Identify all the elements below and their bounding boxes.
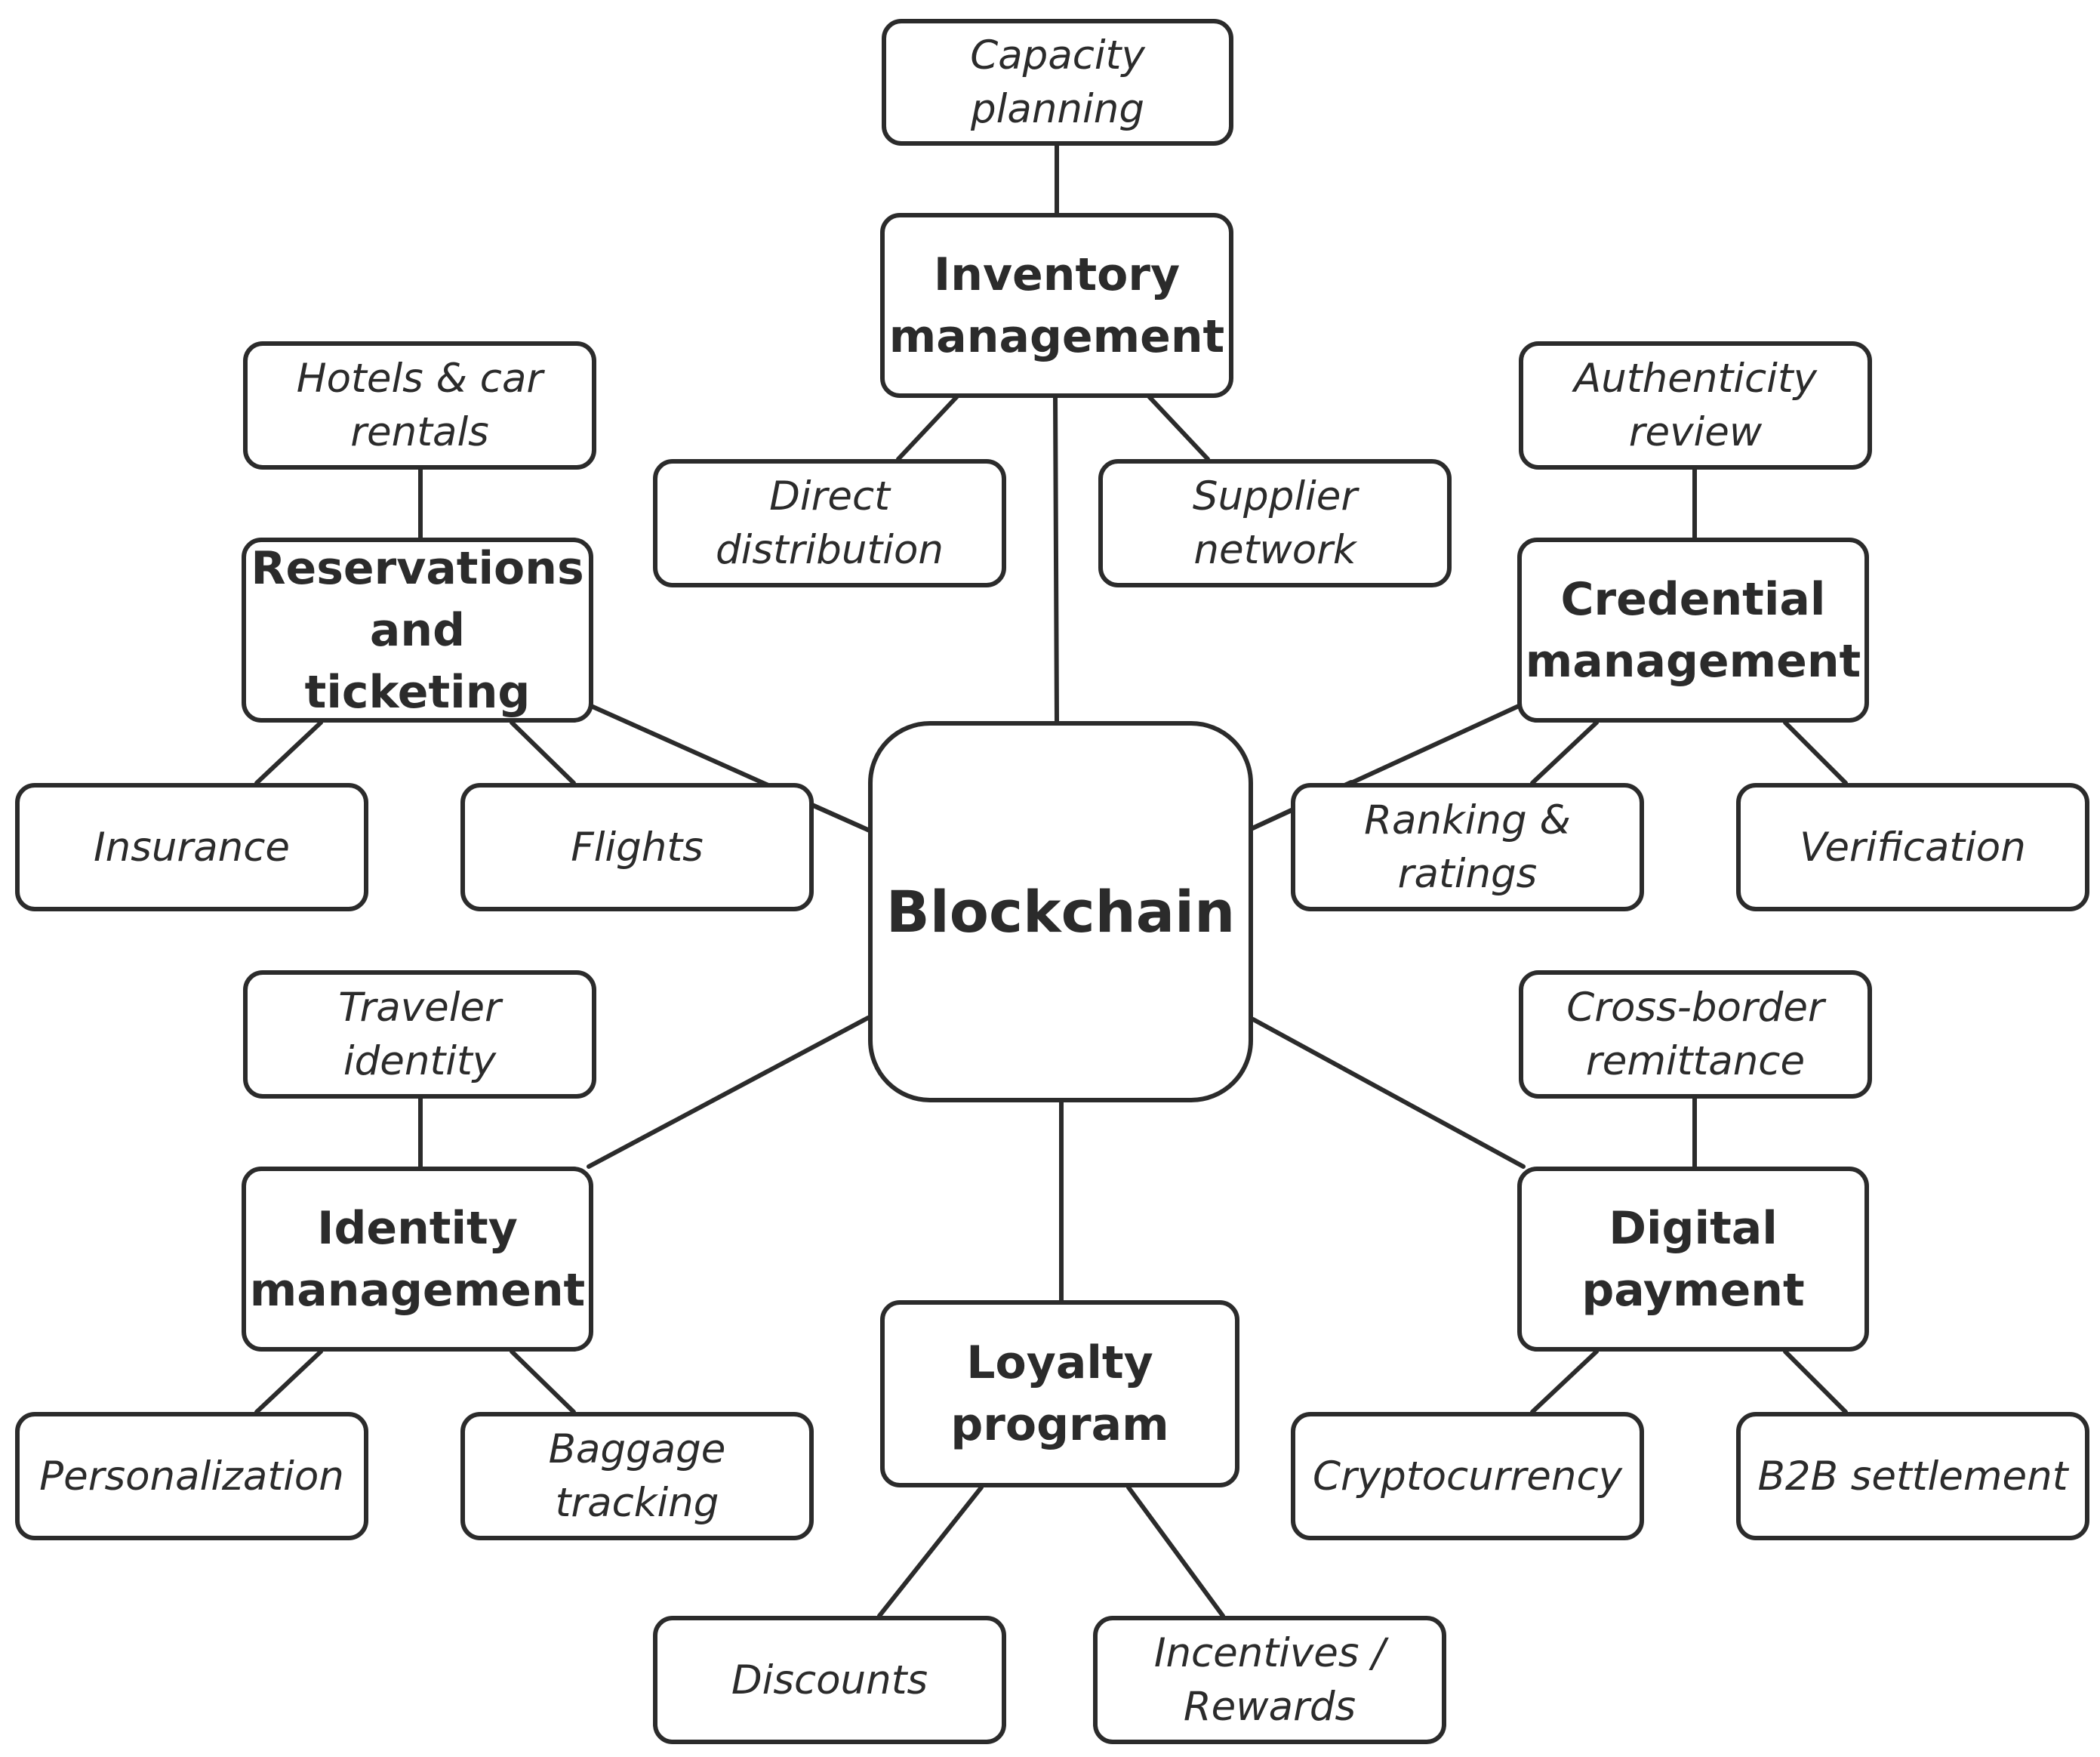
b2b-settlement-node: B2B settlement [1736, 1412, 2089, 1540]
edge-payment-crypto [1530, 1349, 1599, 1414]
reservations-ticketing-node: Reservations and ticketing [242, 538, 593, 723]
edge-credential-ranking [1530, 720, 1599, 785]
baggage-tracking-label: Baggage tracking [548, 1426, 726, 1526]
hotels-car-rentals-label: Hotels & car rentals [296, 356, 543, 455]
supplier-network-label: Supplier network [1192, 473, 1358, 573]
digital-payment-label: Digital payment [1581, 1201, 1805, 1317]
edge-center-inventory [1053, 394, 1059, 723]
edge-reservations-flights [510, 720, 576, 785]
verification-label: Verification [1800, 824, 2026, 871]
cryptocurrency-node: Cryptocurrency [1291, 1412, 1644, 1540]
baggage-tracking-node: Baggage tracking [460, 1412, 814, 1540]
loyalty-program-node: Loyalty program [880, 1300, 1239, 1487]
capacity-planning-label: Capacity planning [970, 32, 1145, 132]
edge-loyalty-incentives [1126, 1485, 1225, 1618]
personalization-node: Personalization [15, 1412, 368, 1540]
direct-distribution-label: Direct distribution [715, 473, 944, 573]
authenticity-review-label: Authenticity review [1574, 356, 1817, 455]
digital-payment-node: Digital payment [1517, 1167, 1869, 1352]
insurance-node: Insurance [15, 783, 368, 911]
b2b-settlement-label: B2B settlement [1757, 1453, 2068, 1500]
ranking-ratings-label: Ranking & ratings [1364, 797, 1571, 897]
flights-label: Flights [571, 824, 704, 871]
traveler-identity-label: Traveler identity [338, 985, 501, 1084]
edge-identity-baggage [510, 1349, 576, 1414]
credential-management-node: Credential management [1517, 538, 1869, 723]
inventory-management-label: Inventory management [888, 248, 1225, 363]
capacity-planning-node: Capacity planning [882, 19, 1233, 146]
identity-management-node: Identity management [242, 1167, 593, 1352]
blockchain-node: Blockchain [868, 721, 1253, 1102]
inventory-management-node: Inventory management [880, 213, 1233, 398]
edge-reservations-insurance [254, 720, 323, 785]
supplier-network-node: Supplier network [1098, 459, 1452, 587]
insurance-label: Insurance [93, 824, 291, 871]
direct-distribution-node: Direct distribution [653, 459, 1006, 587]
reservations-ticketing-label: Reservations and ticketing [251, 541, 584, 719]
flights-node: Flights [460, 783, 814, 911]
blockchain-label: Blockchain [885, 877, 1236, 945]
identity-management-label: Identity management [249, 1201, 586, 1317]
edge-loyalty-discounts [877, 1485, 984, 1618]
incentives-rewards-node: Incentives / Rewards [1093, 1616, 1446, 1744]
cryptocurrency-label: Cryptocurrency [1312, 1453, 1623, 1500]
verification-node: Verification [1736, 783, 2089, 911]
ranking-ratings-node: Ranking & ratings [1291, 783, 1644, 911]
cross-border-remittance-node: Cross-border remittance [1519, 970, 1872, 1099]
edge-inventory-supplier [1147, 394, 1210, 461]
edge-payment-b2b [1783, 1349, 1848, 1414]
incentives-rewards-label: Incentives / Rewards [1153, 1630, 1386, 1730]
discounts-node: Discounts [653, 1616, 1006, 1744]
authenticity-review-node: Authenticity review [1519, 341, 1872, 470]
edge-center-identity [587, 1016, 870, 1169]
edge-credential-verification [1783, 720, 1848, 785]
loyalty-program-label: Loyalty program [950, 1336, 1169, 1451]
traveler-identity-node: Traveler identity [243, 970, 596, 1099]
edge-identity-personalization [254, 1349, 323, 1414]
discounts-label: Discounts [731, 1657, 928, 1703]
edge-center-payment [1251, 1017, 1526, 1169]
edge-inventory-direct [896, 394, 959, 461]
hotels-car-rentals-node: Hotels & car rentals [243, 341, 596, 470]
credential-management-label: Credential management [1525, 572, 1861, 688]
personalization-label: Personalization [39, 1453, 344, 1500]
cross-border-remittance-label: Cross-border remittance [1566, 985, 1824, 1084]
